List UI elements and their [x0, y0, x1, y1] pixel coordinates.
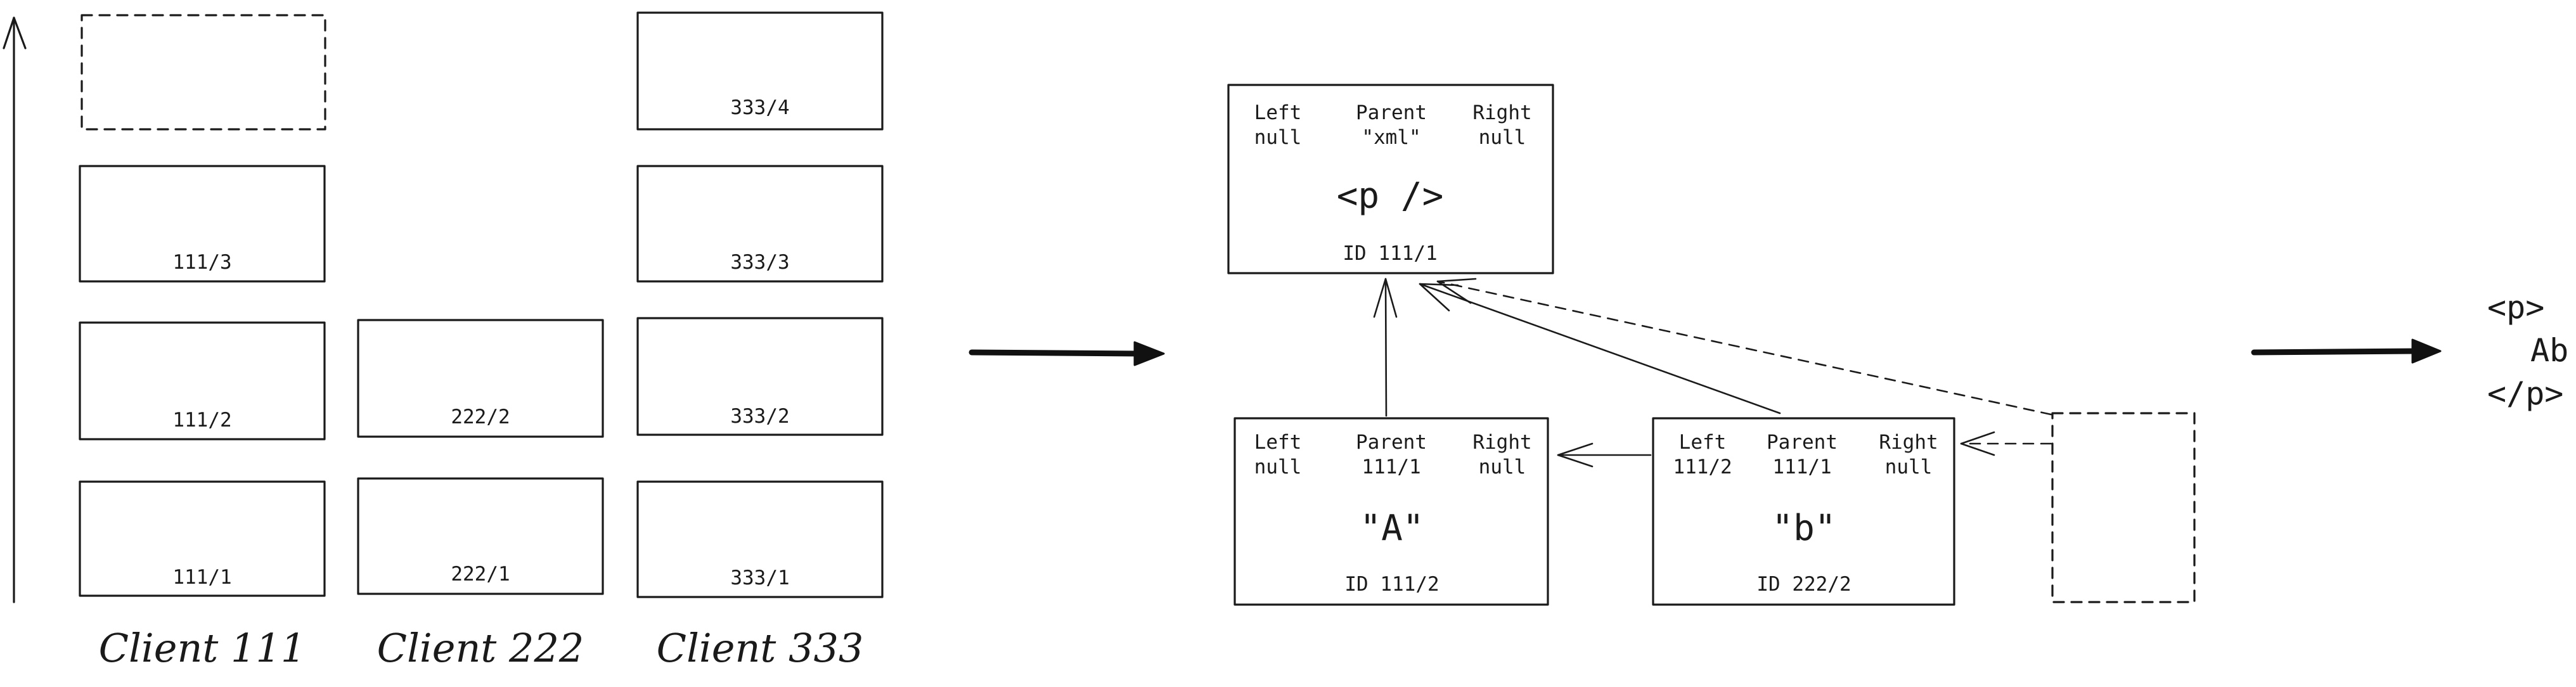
block-card: 111/3	[79, 165, 326, 283]
parent-title: Parent	[1767, 431, 1838, 454]
pending-parent-arrow-icon	[1436, 278, 2052, 416]
left-value: 111/2	[1673, 456, 1732, 478]
left-value: null	[1254, 456, 1302, 478]
rendered-output: <p> Ab </p>	[2487, 289, 2568, 412]
right-value: null	[1885, 456, 1933, 478]
parent-pointer-arrow-icon	[1419, 283, 1781, 414]
client-column-333: 333/4 333/3 333/2 333/1 Client 333	[636, 11, 884, 671]
block-card: 333/4	[636, 11, 884, 131]
left-value: null	[1254, 126, 1302, 149]
item-id-label: ID 222/2	[1756, 573, 1851, 596]
pending-block-slot	[80, 14, 326, 131]
block-id-label: 333/1	[730, 567, 789, 589]
item-content: "A"	[1360, 508, 1424, 549]
left-pointer-arrow-icon	[1557, 442, 1652, 468]
left-title: Left	[1254, 431, 1302, 454]
block-card: 111/1	[79, 480, 326, 597]
client-label: Client 111	[99, 625, 306, 671]
client-label: Client 333	[657, 625, 864, 671]
item-id-label: ID 111/1	[1343, 242, 1437, 265]
parent-value: "xml"	[1362, 126, 1420, 149]
item-content: <p />	[1337, 176, 1444, 217]
output-text: Ab	[2530, 332, 2568, 369]
parent-title: Parent	[1356, 431, 1427, 454]
left-title: Left	[1254, 101, 1302, 124]
parent-pointer-arrow-icon	[1373, 278, 1398, 417]
block-id-label: 333/4	[730, 96, 789, 119]
client-column-222: 222/2 222/1 Client 222	[357, 319, 604, 671]
item-id-label: ID 111/2	[1344, 573, 1439, 596]
time-axis	[3, 16, 27, 603]
block-card: 333/2	[636, 317, 884, 436]
block-id-label: 111/3	[172, 251, 231, 274]
block-card: 222/1	[357, 477, 604, 595]
right-title: Right	[1472, 431, 1531, 454]
block-id-label: 111/2	[172, 409, 231, 432]
transition-arrow-icon	[969, 341, 1165, 366]
right-title: Right	[1879, 431, 1938, 454]
item-node-b: Left 111/2 Parent 111/1 Right null "b" I…	[1652, 417, 1955, 606]
output-open-tag: <p>	[2487, 289, 2544, 326]
block-id-label: 222/2	[451, 406, 510, 428]
pending-left-arrow-icon	[1960, 431, 2052, 456]
block-card: 222/2	[357, 319, 604, 438]
block-card: 333/3	[636, 165, 884, 283]
right-value: null	[1479, 126, 1526, 149]
parent-value: 111/1	[1772, 456, 1831, 478]
block-card: 111/2	[79, 321, 326, 440]
client-label: Client 222	[377, 625, 584, 671]
block-id-label: 222/1	[451, 563, 510, 586]
right-value: null	[1479, 456, 1526, 478]
parent-title: Parent	[1356, 101, 1427, 124]
block-id-label: 333/2	[730, 405, 789, 428]
block-id-label: 333/3	[730, 251, 789, 274]
client-column-111: 111/3 111/2 111/1 Client 111	[79, 14, 326, 671]
parent-value: 111/1	[1362, 456, 1420, 478]
right-title: Right	[1472, 101, 1531, 124]
block-id-label: 111/1	[172, 566, 231, 589]
pending-item-slot	[2051, 412, 2196, 603]
output-close-tag: </p>	[2487, 375, 2563, 412]
transition-arrow-icon	[2251, 338, 2442, 364]
item-node-a: Left null Parent 111/1 Right null "A" ID…	[1233, 417, 1549, 606]
left-title: Left	[1679, 431, 1727, 454]
item-node-root: Left null Parent "xml" Right null <p /> …	[1227, 84, 1554, 274]
block-card: 333/1	[636, 480, 884, 598]
item-content: "b"	[1772, 508, 1836, 549]
